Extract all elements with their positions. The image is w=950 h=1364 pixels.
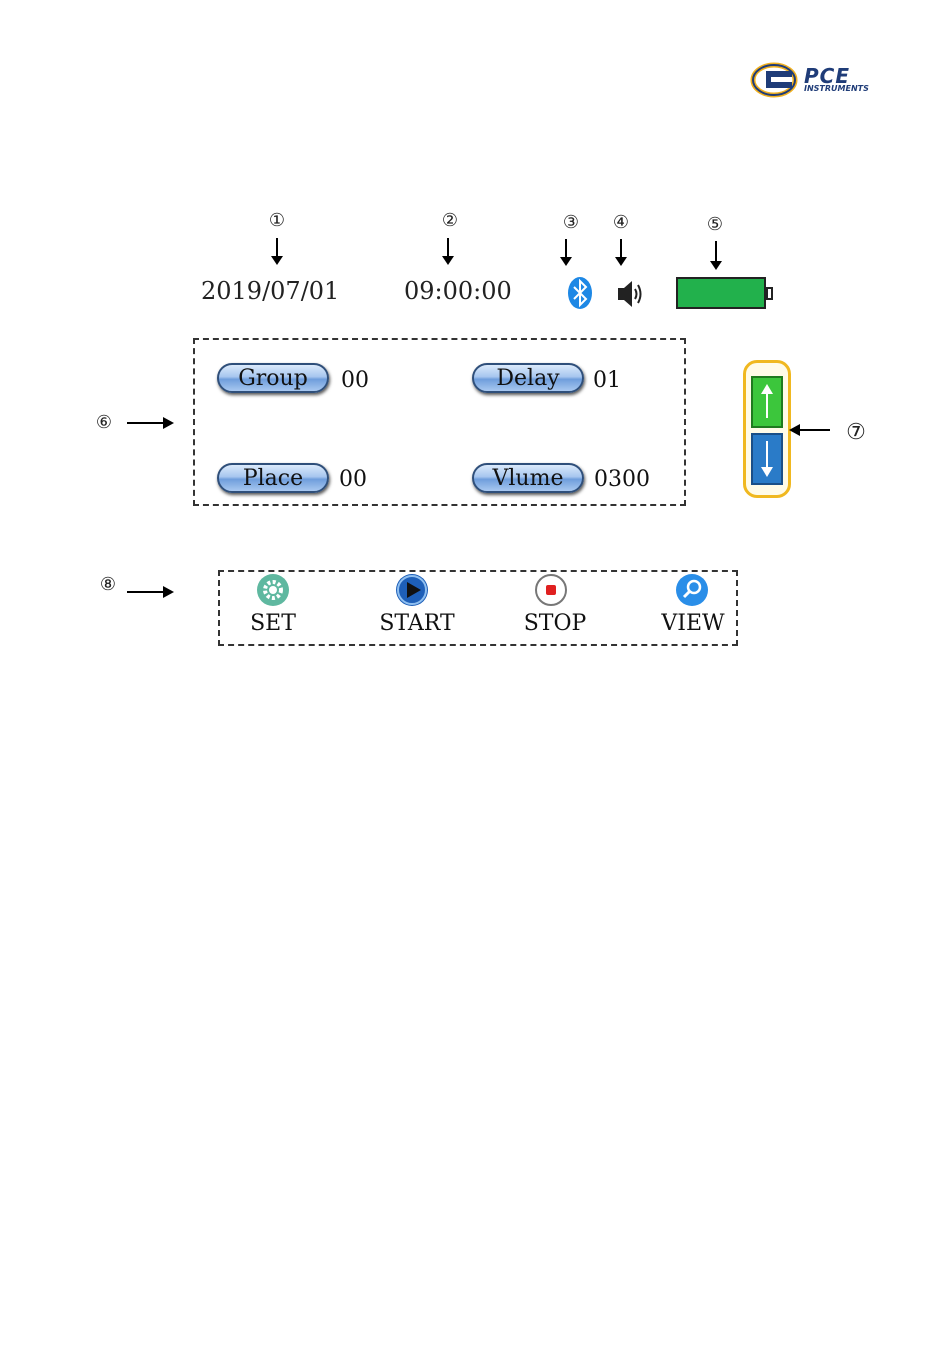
- delay-value: 01: [593, 368, 621, 393]
- battery-icon: [676, 277, 774, 311]
- start-button[interactable]: START: [357, 573, 477, 641]
- arrow-right-6: [127, 416, 175, 430]
- set-button[interactable]: SET: [213, 573, 333, 641]
- stop-label: STOP: [495, 611, 615, 636]
- volume-button[interactable]: Vlume: [472, 463, 584, 493]
- up-arrow-icon: [753, 378, 781, 426]
- view-label: VIEW: [633, 611, 753, 636]
- place-button[interactable]: Place: [217, 463, 329, 493]
- group-value: 00: [341, 368, 369, 393]
- down-arrow-icon: [753, 435, 781, 483]
- battery-tip: [766, 287, 773, 300]
- marker-6: ⑥: [89, 412, 119, 433]
- group-button[interactable]: Group: [217, 363, 329, 393]
- marker-3: ③: [556, 212, 586, 233]
- volume-value: 0300: [594, 467, 650, 492]
- set-label: SET: [213, 611, 333, 636]
- arrow-down-5: [709, 241, 723, 271]
- magnifier-icon: [675, 573, 709, 607]
- marker-5: ⑤: [700, 214, 730, 235]
- gear-icon: [256, 573, 290, 607]
- delay-button[interactable]: Delay: [472, 363, 584, 393]
- marker-8: ⑧: [93, 574, 123, 595]
- arrow-down-4: [614, 239, 628, 267]
- time-display: 09:00:00: [404, 277, 512, 305]
- stop-icon: [534, 573, 568, 607]
- pce-logo: PCE INSTRUMENTS: [750, 62, 890, 98]
- date-display: 2019/07/01: [201, 277, 339, 305]
- scroll-control: [743, 360, 791, 498]
- view-button[interactable]: VIEW: [633, 573, 753, 641]
- start-label: START: [357, 611, 477, 636]
- place-value: 00: [339, 467, 367, 492]
- arrow-down-1: [270, 238, 284, 266]
- arrow-down-3: [559, 239, 573, 267]
- battery-body: [676, 277, 766, 309]
- marker-2: ②: [435, 210, 465, 231]
- arrow-right-8: [127, 585, 175, 599]
- logo-mark: [750, 62, 806, 98]
- arrow-down-2: [441, 238, 455, 266]
- bluetooth-icon: [567, 276, 593, 310]
- marker-7: ⑦: [841, 420, 871, 445]
- arrow-left-7: [789, 423, 831, 437]
- marker-1: ①: [262, 210, 292, 231]
- play-icon: [395, 573, 429, 607]
- scroll-up-button[interactable]: [751, 376, 783, 428]
- stop-button[interactable]: STOP: [495, 573, 615, 641]
- marker-4: ④: [606, 212, 636, 233]
- scroll-down-button[interactable]: [751, 433, 783, 485]
- speaker-icon: [616, 278, 644, 310]
- logo-sub: INSTRUMENTS: [804, 84, 869, 93]
